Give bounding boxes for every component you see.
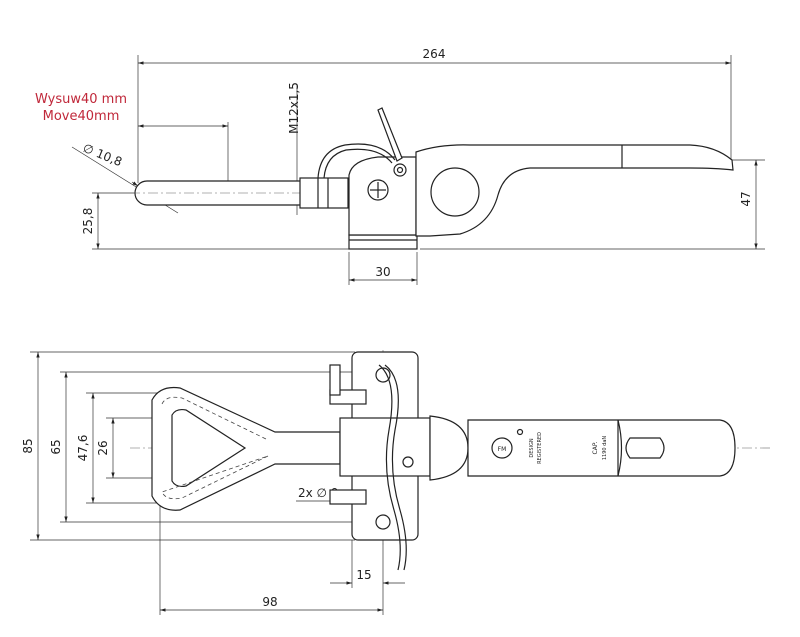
registered-label: REGISTERED bbox=[537, 432, 543, 464]
dimension-overall-length: 264 bbox=[138, 47, 731, 65]
side-view: 264 Wysuw40 mm Move40mm M12x1,5 ∅ 10,8 2… bbox=[35, 47, 765, 285]
dimension-hole-offset: 15 bbox=[330, 568, 405, 585]
wire-clip bbox=[384, 364, 407, 571]
handle-top bbox=[467, 419, 736, 477]
eye-to-hole-label: 98 bbox=[262, 595, 277, 609]
base-width-label: 30 bbox=[375, 265, 390, 279]
dimension-height-26: 26 bbox=[96, 418, 115, 478]
design-label: DESIGN bbox=[529, 438, 535, 458]
travel-note-en: Move40mm bbox=[43, 109, 120, 124]
latch-side-profile bbox=[130, 107, 734, 250]
mounting-hole-bottom bbox=[375, 514, 391, 530]
logo-text: FM bbox=[498, 446, 507, 453]
holes-label: 2x ∅ 9 bbox=[298, 486, 338, 500]
brand-logo: FM bbox=[491, 428, 524, 459]
mounting-hole-top bbox=[375, 367, 391, 383]
hole-offset-label: 15 bbox=[356, 568, 371, 582]
dimension-height-outer: 85 bbox=[21, 352, 40, 540]
dimension-height: 47 bbox=[420, 159, 765, 250]
thread-label: M12x1,5 bbox=[287, 82, 301, 134]
height-65-label: 65 bbox=[49, 439, 63, 454]
height-label: 47 bbox=[739, 191, 753, 206]
height-47-6-label: 47,6 bbox=[76, 435, 90, 462]
dimension-base-width: 30 bbox=[348, 252, 418, 285]
rod-diameter-label: ∅ 10,8 bbox=[81, 141, 124, 169]
cap-label: CAP. bbox=[592, 441, 599, 454]
height-26-label: 26 bbox=[96, 440, 110, 455]
travel-note: Wysuw40 mm Move40mm bbox=[35, 92, 228, 128]
dimension-rod-height: 25,8 bbox=[81, 192, 350, 250]
dimension-height-65: 65 bbox=[49, 372, 68, 522]
top-view: 85 65 47,6 26 15 98 bbox=[21, 350, 770, 615]
height-outer-label: 85 bbox=[21, 438, 35, 453]
handle-slot bbox=[625, 437, 665, 459]
overall-length-label: 264 bbox=[423, 47, 446, 61]
travel-note-pl: Wysuw40 mm bbox=[35, 92, 127, 107]
rod-height-label: 25,8 bbox=[81, 208, 95, 235]
dimension-eye-to-hole: 98 bbox=[160, 595, 383, 612]
eye-handle bbox=[151, 386, 341, 511]
cap-value: 1190 daN bbox=[602, 436, 608, 461]
dimension-height-47-6: 47,6 bbox=[76, 393, 95, 503]
